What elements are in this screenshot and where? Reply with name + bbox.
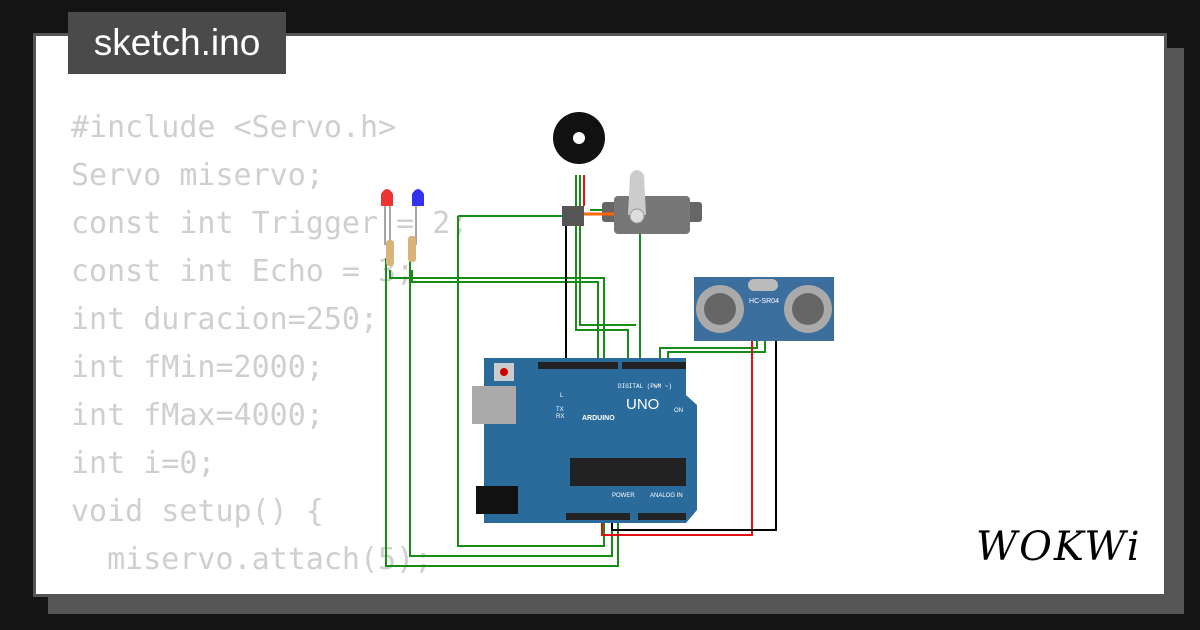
code-line: Serial.begin(9600); [71,584,468,594]
tx-label: TX [556,407,564,413]
led-blue[interactable] [412,189,424,245]
servo-motor[interactable] [562,170,702,234]
code-line: const int Echo = 3; [71,254,415,289]
wokwi-logo: WOKWi [976,524,1142,570]
black-wire [611,338,777,531]
code-line: int duracion=250; [71,302,379,337]
rx-label: RX [556,414,564,420]
sensor-label: HC-SR04 [749,298,779,305]
buzzer[interactable] [553,112,605,164]
board-brand: ARDUINO [582,415,615,422]
ultrasonic-sensor[interactable]: HC-SR04 [694,277,834,341]
file-tab: sketch.ino [68,12,286,74]
code-line: Servo miservo; [71,158,324,193]
arduino-uno[interactable]: DIGITAL (PWM ~) UNO ARDUINO ON L TX RX P… [472,358,697,523]
led-red[interactable] [381,189,393,245]
digital-label: DIGITAL (PWM ~) [618,383,672,390]
code-preview: #include <Servo.h> Servo miservo; const in… [71,104,469,594]
code-line: int i=0; [71,446,216,481]
code-line: #include <Servo.h> [71,110,397,145]
board-model: UNO [626,396,659,413]
code-line: const int Trigger = 2; [71,206,469,241]
red-wire [601,338,753,536]
power-label: POWER [612,493,635,499]
resistor[interactable] [386,240,394,266]
code-line: int fMax=4000; [71,398,324,433]
code-line: miservo.attach(5); [71,542,433,577]
on-label: ON [674,408,683,414]
code-line: int fMin=2000; [71,350,324,385]
l-label: L [560,393,564,399]
code-line: void setup() { [71,494,324,529]
resistor[interactable] [408,236,416,262]
analog-label: ANALOG IN [650,493,683,499]
